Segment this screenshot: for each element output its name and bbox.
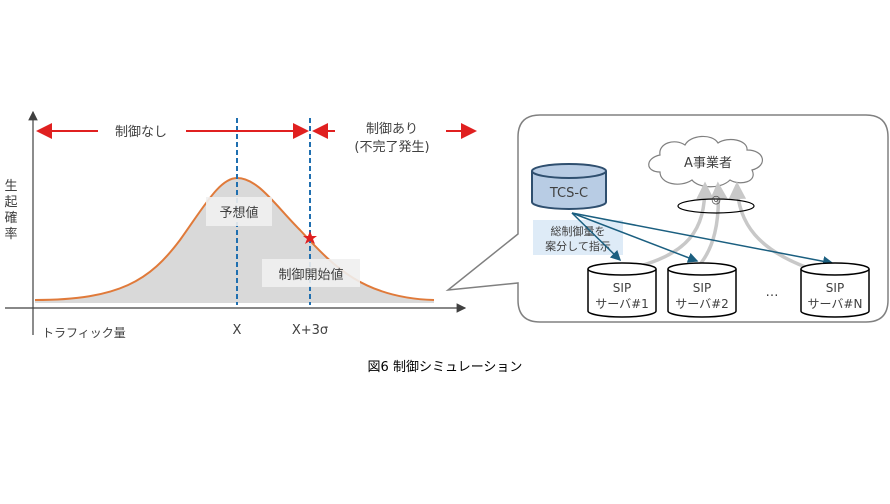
no-control-label: 制御なし: [115, 125, 167, 140]
server-n-line1: SIP: [826, 281, 844, 295]
tcs-c-cylinder: TCS-C: [531, 163, 607, 210]
control-start-label: 制御開始値: [278, 267, 343, 283]
expected-value-label: 予想値: [219, 205, 258, 221]
y-axis-label-3: 確: [4, 210, 17, 226]
network-callout: A事業者 ◎ TCS-C 総制御量を 案分して指示 SIP サーバ#1 SIP: [445, 114, 889, 323]
aggregate-symbol: ◎: [711, 193, 721, 206]
instruction-arrow-2: [571, 212, 699, 263]
control-label-line1: 制御あり: [366, 122, 418, 137]
server-n-line2: サーバ#N: [808, 297, 863, 311]
y-axis-label-1: 生: [4, 179, 17, 194]
curve-area: [35, 178, 434, 303]
tick-x: X: [233, 323, 242, 338]
server-1-line2: サーバ#1: [595, 297, 649, 311]
cloud-label: A事業者: [684, 155, 732, 171]
server-2-line1: SIP: [693, 281, 711, 295]
sip-server-1: SIP サーバ#1: [587, 262, 657, 318]
x-axis-label: トラフィック量: [42, 326, 126, 340]
ellipsis: …: [766, 285, 779, 300]
control-label-line2: (不完了発生): [354, 140, 429, 155]
traffic-arrow-n: [728, 181, 809, 270]
instruction-arrow-1: [571, 212, 622, 262]
instruction-line2: 案分して指示: [545, 239, 611, 253]
server-1-line1: SIP: [613, 281, 631, 295]
aggregate-ring: [677, 198, 755, 214]
sip-server-n: SIP サーバ#N: [800, 262, 870, 318]
expected-value-box: [206, 197, 272, 226]
distribution-chart: 制御なし 制御あり (不完了発生) 予想値 制御開始値 生 起 確 率 トラフィ…: [4, 110, 477, 340]
control-start-star-icon: [303, 231, 317, 244]
tick-x3s: X+3σ: [292, 323, 328, 338]
figure-caption: 図6 制御シミュレーション: [368, 360, 523, 375]
y-axis-label-4: 率: [4, 226, 17, 242]
control-start-box: [262, 259, 360, 287]
instruction-line1: 総制御量を: [551, 224, 606, 238]
controller-label: TCS-C: [549, 186, 588, 201]
instruction-arrow-n: [571, 212, 834, 267]
sip-server-2: SIP サーバ#2: [667, 262, 737, 318]
y-axis-label-2: 起: [4, 195, 17, 210]
server-2-line2: サーバ#2: [675, 297, 729, 311]
